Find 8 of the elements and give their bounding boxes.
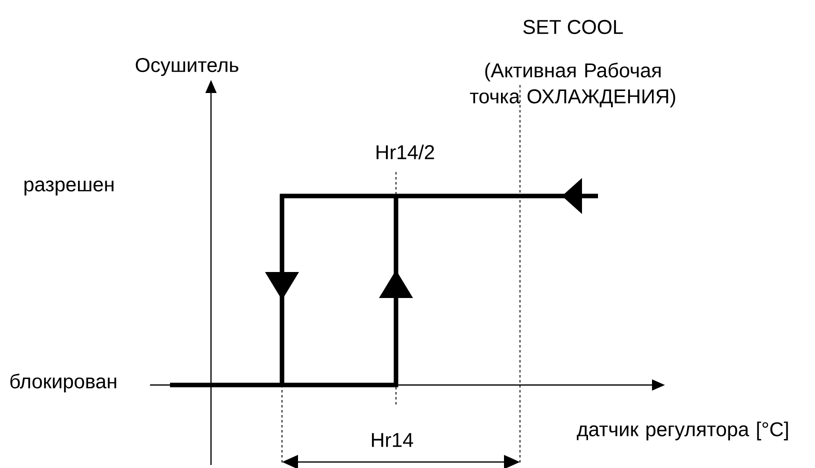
state-label: блокирован <box>10 374 116 392</box>
axis-label: Осушитель <box>136 58 238 76</box>
state-label: разрешен <box>24 180 114 196</box>
setpoint-label: SET COOL <box>523 20 623 34</box>
setpoint-description: (Активная Рабочая точка ОХЛАЖДЕНИЯ) <box>470 62 676 108</box>
threshold-label: Hr14/2 <box>376 144 434 160</box>
axis-label: датчик регулятора [°C] <box>576 422 788 440</box>
dimension-label: Hr14 <box>372 433 414 447</box>
